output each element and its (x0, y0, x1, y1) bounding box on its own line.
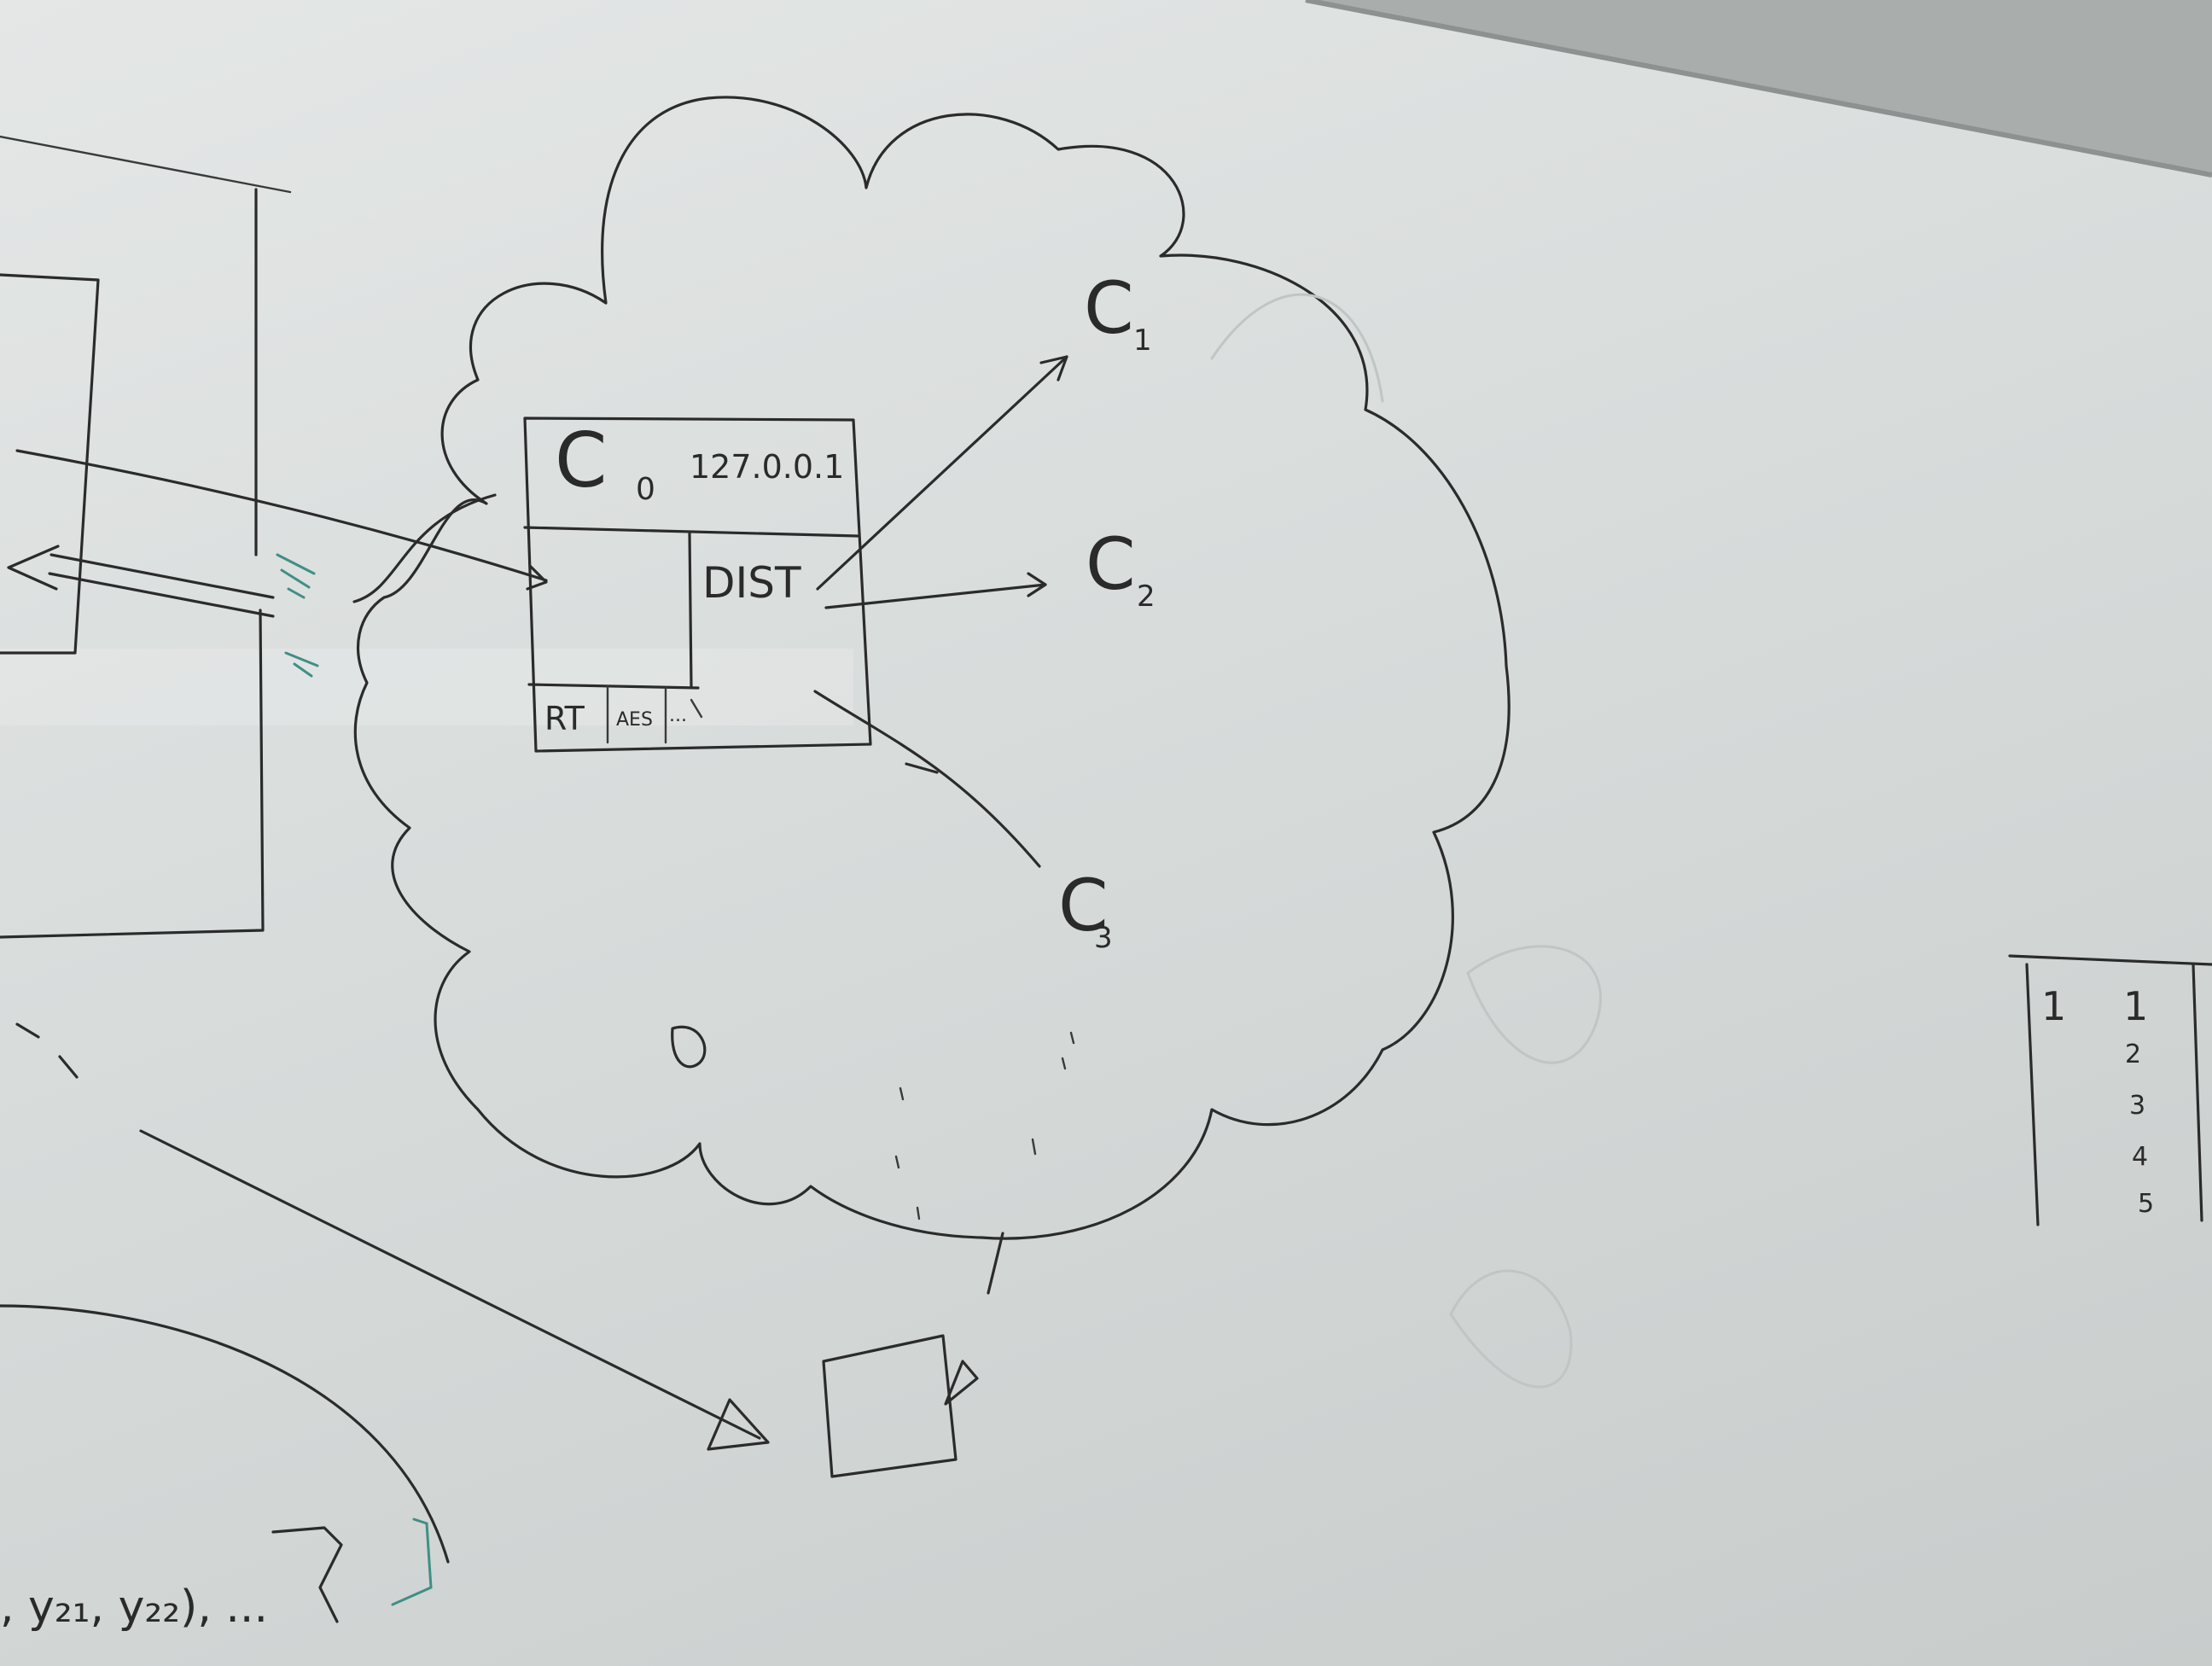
cloud-tail (987, 1232, 1004, 1295)
ip-label: 127.0.0.1 (690, 448, 844, 486)
ghost-mark-3 (1449, 1269, 1573, 1389)
c2-label: C (1086, 522, 1136, 606)
bottom-scribble (271, 1526, 343, 1623)
c0-label: C (555, 416, 607, 504)
cloud-link (352, 493, 497, 603)
aes-label: AES (616, 709, 653, 731)
board-top-edge (1305, 0, 2212, 178)
arrowhead-c1 (1039, 355, 1068, 382)
right-table-cell-3: 2 (2125, 1040, 2141, 1069)
arrow-to-c1 (816, 355, 1068, 591)
cloud (353, 96, 1511, 1240)
right-table-cell-2: 1 (2123, 983, 2148, 1029)
long-diagonal-arrow (139, 1129, 761, 1440)
c3-subscript: 3 (1094, 921, 1113, 955)
left-box (0, 273, 100, 655)
right-table-cell-5: 4 (2132, 1142, 2148, 1172)
bottom-box-arrow (944, 1360, 979, 1406)
ghost-mark-1 (1210, 293, 1384, 403)
teal-bracket (391, 1517, 433, 1606)
arrow-to-c2 (824, 583, 1047, 609)
c0-header-divider (523, 526, 859, 538)
right-table-cell-6: 5 (2138, 1189, 2154, 1219)
double-arrow-head (7, 545, 60, 591)
right-table-cell-1: 1 (2041, 983, 2066, 1029)
teal-mark-2 (284, 651, 319, 678)
glare (0, 649, 853, 725)
arrow-to-c3 (813, 690, 1041, 868)
rt-label: RT (544, 700, 585, 737)
arrow-c3-mark (905, 762, 939, 774)
bottom-formula: , y₂₁, y₂₂), ... (0, 1582, 268, 1633)
arrowhead-c0 (526, 565, 548, 591)
left-pillar (0, 188, 265, 939)
d-mark (671, 1025, 707, 1069)
dashed-diagonal (15, 1022, 79, 1079)
c1-subscript: 1 (1133, 323, 1152, 358)
c3-label: C (1058, 864, 1109, 947)
bottom-curve (0, 1304, 450, 1564)
right-table (2008, 954, 2212, 1226)
c2-subscript: 2 (1137, 580, 1155, 614)
dist-label: DIST (702, 558, 801, 608)
c0-dist-divider (688, 532, 693, 689)
c0-box (523, 416, 872, 753)
arrowhead-c2 (1027, 572, 1047, 597)
c0-subscript: 0 (636, 472, 655, 507)
teal-mark-1 (276, 553, 316, 599)
small-divider (690, 698, 703, 719)
double-arrow-left (48, 553, 275, 618)
cloud-dots (894, 1031, 1075, 1220)
more-label: ... (669, 705, 687, 726)
left-top-line (0, 135, 292, 194)
c1-label: C (1084, 266, 1134, 350)
c0-bottom-divider (527, 683, 700, 690)
bottom-box (822, 1334, 958, 1478)
arrow-into-c0 (15, 449, 548, 582)
right-table-cell-4: 3 (2129, 1091, 2145, 1121)
ghost-mark-2 (1466, 945, 1602, 1064)
long-arrowhead (707, 1398, 770, 1451)
